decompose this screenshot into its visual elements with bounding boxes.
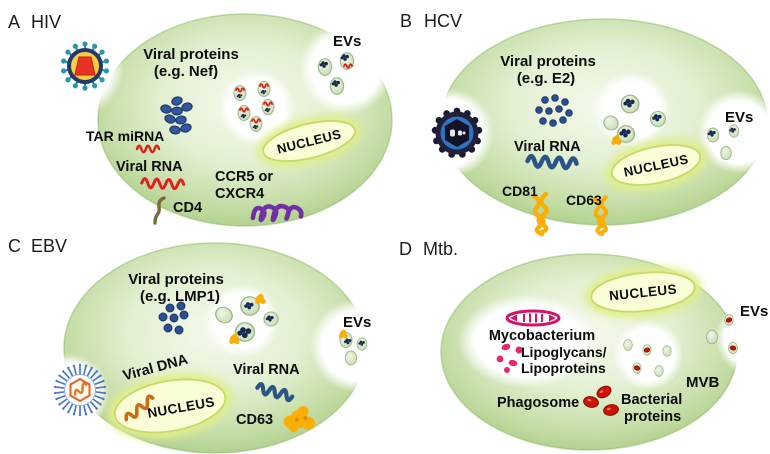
lipoproteins-label: Lipoproteins [521, 360, 606, 376]
evs-label: EVs [333, 33, 361, 50]
cd4-receptor-icon [153, 196, 166, 225]
cd4-label: CD4 [173, 200, 202, 216]
viral-dna-icon [124, 394, 155, 422]
nucleus: NUCLEUS [584, 266, 702, 318]
phagosome-body [457, 294, 597, 388]
panel-name: HCV [424, 11, 462, 31]
tar-mirna-label: TAR miRNA [86, 128, 164, 144]
lipoglycan-dots [496, 343, 523, 373]
cd63-protein-icon [283, 405, 315, 433]
panel-name: EBV [31, 236, 67, 256]
viral-proteins-label-line1: Viral proteins [128, 271, 224, 288]
viral-proteins-label-line1: Viral proteins [500, 53, 596, 70]
nucleus: NUCLEUS [256, 115, 362, 167]
ccr-label-line2: CXCR4 [215, 186, 264, 202]
mycobacterium-icon [505, 309, 561, 327]
panel-b-hcv: NUCLEUS [400, 11, 770, 237]
cd63-label: CD63 [566, 192, 602, 208]
viral-protein-cluster [158, 301, 189, 335]
mvb-label: MVB [686, 374, 720, 391]
viral-protein-cluster [535, 94, 573, 127]
viral-rna-icon [525, 153, 579, 171]
tar-mirna-icon [135, 144, 161, 154]
viral-rna-icon [140, 177, 186, 191]
viral-proteins-label-line2: (e.g. LMP1) [140, 288, 220, 305]
panel-d-mtb: NUCLEUS [399, 239, 770, 451]
nucleus: NUCLEUS [107, 373, 233, 439]
cd63-label: CD63 [236, 412, 273, 428]
panel-letter: C [8, 236, 21, 256]
viral-rna-label: Viral RNA [233, 362, 300, 378]
bacterial-label-line2: proteins [624, 409, 681, 425]
panel-a-hiv: NUCLEUS [8, 12, 393, 227]
viral-proteins-label-line2: (e.g. E2) [517, 70, 575, 87]
nucleus: NUCLEUS [604, 139, 708, 191]
viral-proteins-label-line1: Viral proteins [143, 46, 239, 63]
panel-letter: B [400, 11, 412, 31]
ccr5-cxcr4-receptor-icon [250, 203, 304, 223]
panel-letter: D [399, 239, 412, 259]
panel-name: HIV [31, 12, 61, 32]
phagosome-label: Phagosome [497, 395, 579, 411]
cd63-receptor-icon [592, 195, 609, 236]
cd81-label: CD81 [502, 183, 538, 199]
hcv-virion-icon [431, 107, 483, 159]
viral-rna-icon [255, 382, 295, 403]
viral-rna-label: Viral RNA [116, 159, 183, 175]
evs-label: EVs [725, 109, 753, 126]
panel-letter: A [8, 12, 20, 32]
evs-label: EVs [343, 314, 371, 331]
cd81-receptor-icon [531, 191, 549, 237]
viral-rna-label: Viral RNA [514, 139, 581, 155]
ebv-virion-icon [52, 362, 108, 418]
bacterial-label-line1: Bacterial [621, 392, 682, 408]
bacterial-proteins-icon [583, 385, 619, 416]
nucleus-label: NUCLEUS [608, 281, 677, 303]
mycobacterium-label: Mycobacterium [489, 328, 595, 344]
panel-name: Mtb. [423, 239, 458, 259]
evs-label: EVs [740, 303, 768, 320]
viral-proteins-label-line2: (e.g. Nef) [154, 63, 218, 80]
hiv-virion-icon [59, 40, 111, 92]
panel-c-ebv: NUCLEUS [8, 236, 404, 454]
lipoglycans-label: Lipoglycans/ [521, 344, 607, 360]
ccr-label-line1: CCR5 or [215, 169, 273, 185]
